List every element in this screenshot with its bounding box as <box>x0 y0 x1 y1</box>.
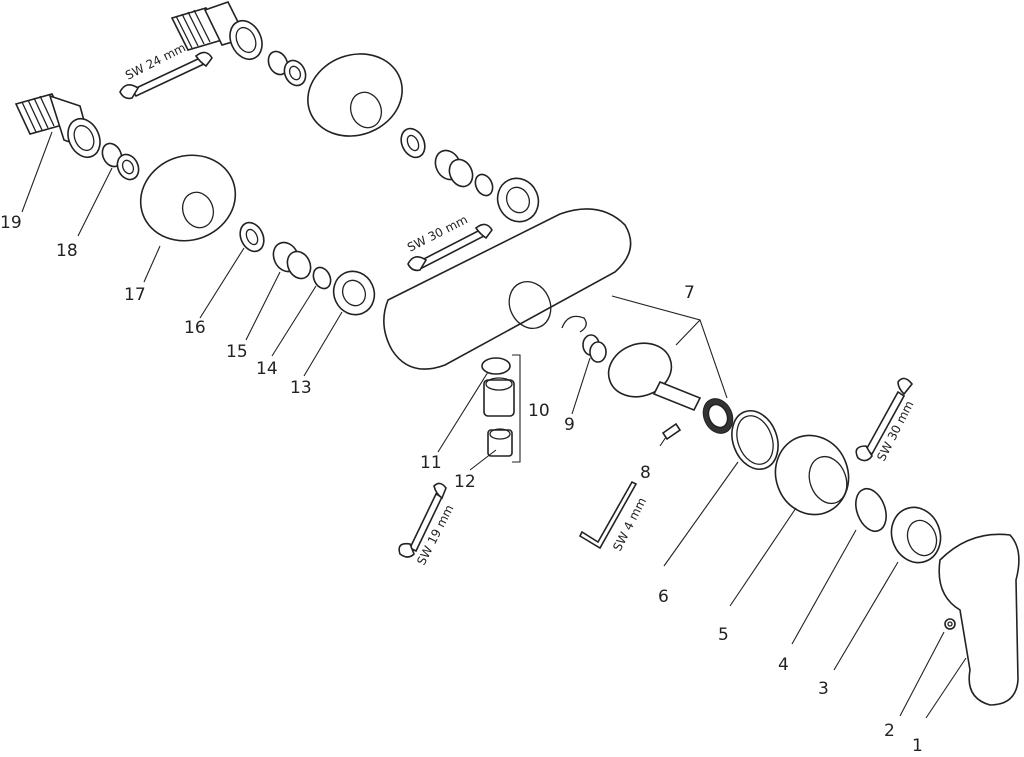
allen-key-sw4 <box>578 480 638 550</box>
adapter <box>101 142 140 181</box>
front-trim <box>731 410 1020 706</box>
sleeve-o-ring <box>855 487 887 533</box>
wrench-sw24 <box>119 51 213 100</box>
part-number-13: 13 <box>290 378 312 398</box>
part-number-18: 18 <box>56 241 78 261</box>
upper-hex-nut <box>496 177 540 223</box>
cartridge-group <box>561 295 734 447</box>
sleeve <box>774 434 850 516</box>
flow-restrictor <box>483 377 515 417</box>
wrench-sw19 <box>398 482 447 558</box>
part-number-9: 9 <box>564 415 575 435</box>
cartridge <box>607 342 702 412</box>
upper-union-nut <box>229 19 263 61</box>
o-ring <box>312 266 332 290</box>
upper-escutcheon <box>307 53 403 137</box>
part-number-16: 16 <box>184 318 206 338</box>
part-number-12: 12 <box>454 472 476 492</box>
part-number-2: 2 <box>884 721 895 741</box>
cartridge-nut <box>702 398 734 434</box>
bracket-7 <box>611 295 728 399</box>
mixer-body <box>383 208 632 370</box>
part-number-8: 8 <box>640 463 651 483</box>
upper-inlet-assembly <box>170 1 540 223</box>
upper-adapter <box>267 50 307 87</box>
rosette <box>890 506 942 564</box>
wrench-sw30-right <box>855 377 914 462</box>
lower-inlet-assembly <box>14 93 376 316</box>
screw <box>659 422 682 447</box>
clip <box>561 315 587 333</box>
lever-handle <box>938 533 1020 706</box>
grub-screw <box>944 618 956 630</box>
bracket-10 <box>512 354 521 463</box>
part-number-19: 19 <box>0 213 22 233</box>
upper-check-valve <box>434 149 474 188</box>
upper-o-ring <box>474 173 494 197</box>
part-number-6: 6 <box>658 587 669 607</box>
part-number-1: 1 <box>912 736 923 756</box>
part-number-14: 14 <box>256 359 278 379</box>
wrench-sw30-upper <box>407 223 493 272</box>
upper-washer <box>400 127 426 159</box>
washer <box>239 221 265 253</box>
part-number-3: 3 <box>818 679 829 699</box>
part-number-15: 15 <box>226 342 248 362</box>
flow-o-ring <box>481 357 511 375</box>
check-valve <box>272 241 312 280</box>
part-number-11: 11 <box>420 453 442 473</box>
leader-lines <box>21 131 967 719</box>
flow-group <box>481 354 521 463</box>
escutcheon <box>139 154 237 242</box>
union-nut <box>67 117 101 159</box>
hex-nut <box>332 270 376 316</box>
insert <box>487 428 513 457</box>
part-number-4: 4 <box>778 655 789 675</box>
part-number-17: 17 <box>124 285 146 305</box>
part-number-5: 5 <box>718 625 729 645</box>
part-number-7: 7 <box>684 283 695 303</box>
tool-label-sw4: SW 4 mm <box>610 495 649 553</box>
part-number-10: 10 <box>528 401 550 421</box>
